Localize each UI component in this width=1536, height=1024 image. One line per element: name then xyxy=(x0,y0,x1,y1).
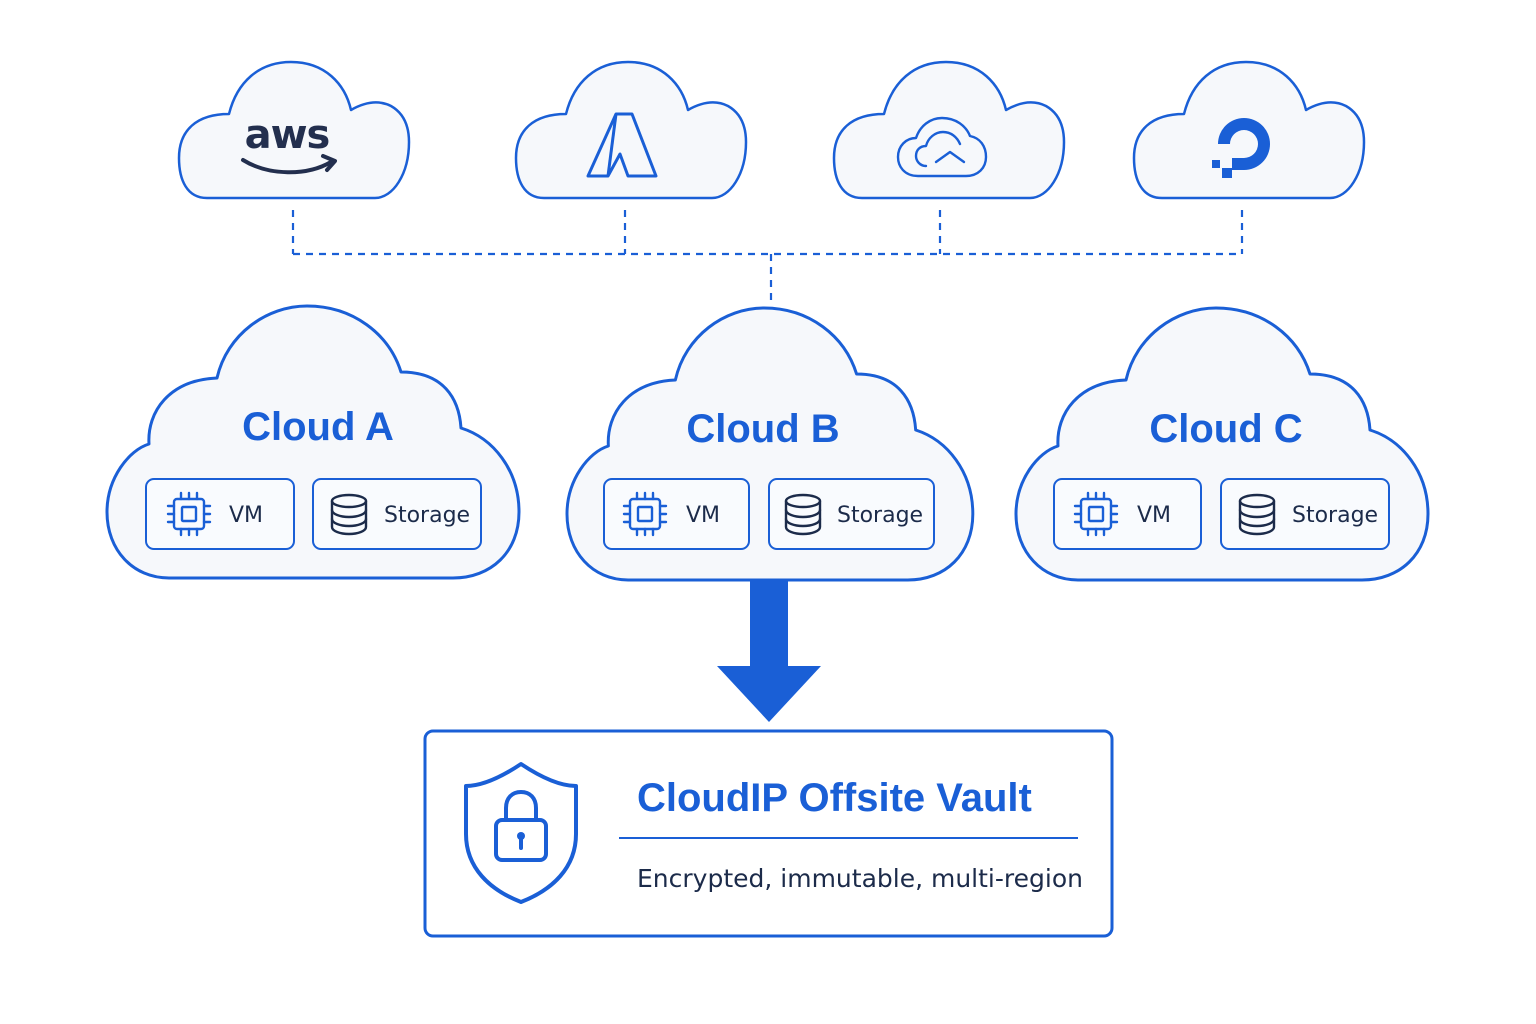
google-cloud-logo xyxy=(896,116,988,178)
cloud-a-title: Cloud A xyxy=(242,405,394,449)
cloud-b-storage-label: Storage xyxy=(837,503,923,528)
cloud-c-vm-label: VM xyxy=(1137,503,1171,528)
cloud-a: Cloud A VM Storage xyxy=(105,304,521,580)
provider-cloud-azure xyxy=(514,60,748,200)
cloud-b-vm-card: VM xyxy=(603,478,750,550)
cloud-b: Cloud B VM Storage xyxy=(565,306,975,582)
cloud-b-vm-label: VM xyxy=(686,503,720,528)
azure-logo xyxy=(586,112,658,178)
aws-logo: aws xyxy=(241,112,337,175)
cloud-b-title: Cloud B xyxy=(686,407,839,451)
cloud-c-storage-label: Storage xyxy=(1292,503,1378,528)
provider-cloud-digitalocean xyxy=(1132,60,1366,200)
aws-logo-text: aws xyxy=(245,112,330,158)
provider-connector-lines xyxy=(291,210,1244,300)
cloud-a-vm-label: VM xyxy=(229,503,263,528)
vault-subtitle: Encrypted, immutable, multi-region xyxy=(637,864,1083,893)
provider-cloud-google xyxy=(832,60,1066,200)
down-arrow xyxy=(717,580,821,722)
vault-title: CloudIP Offsite Vault xyxy=(637,776,1032,820)
cloud-a-storage-card: Storage xyxy=(312,478,482,550)
cloud-c-title: Cloud C xyxy=(1149,407,1302,451)
cloud-a-vm-card: VM xyxy=(145,478,295,550)
cloud-a-storage-label: Storage xyxy=(384,503,470,528)
cloud-b-storage-card: Storage xyxy=(768,478,935,550)
cloud-c-storage-card: Storage xyxy=(1220,478,1390,550)
cloud-c: Cloud C VM Storage xyxy=(1014,306,1430,582)
digitalocean-logo xyxy=(1212,118,1270,178)
vault-panel: CloudIP Offsite Vault Encrypted, immutab… xyxy=(423,729,1114,938)
shield-lock-icon xyxy=(464,762,578,904)
cloud-c-vm-card: VM xyxy=(1053,478,1202,550)
provider-cloud-aws: aws xyxy=(177,60,411,200)
